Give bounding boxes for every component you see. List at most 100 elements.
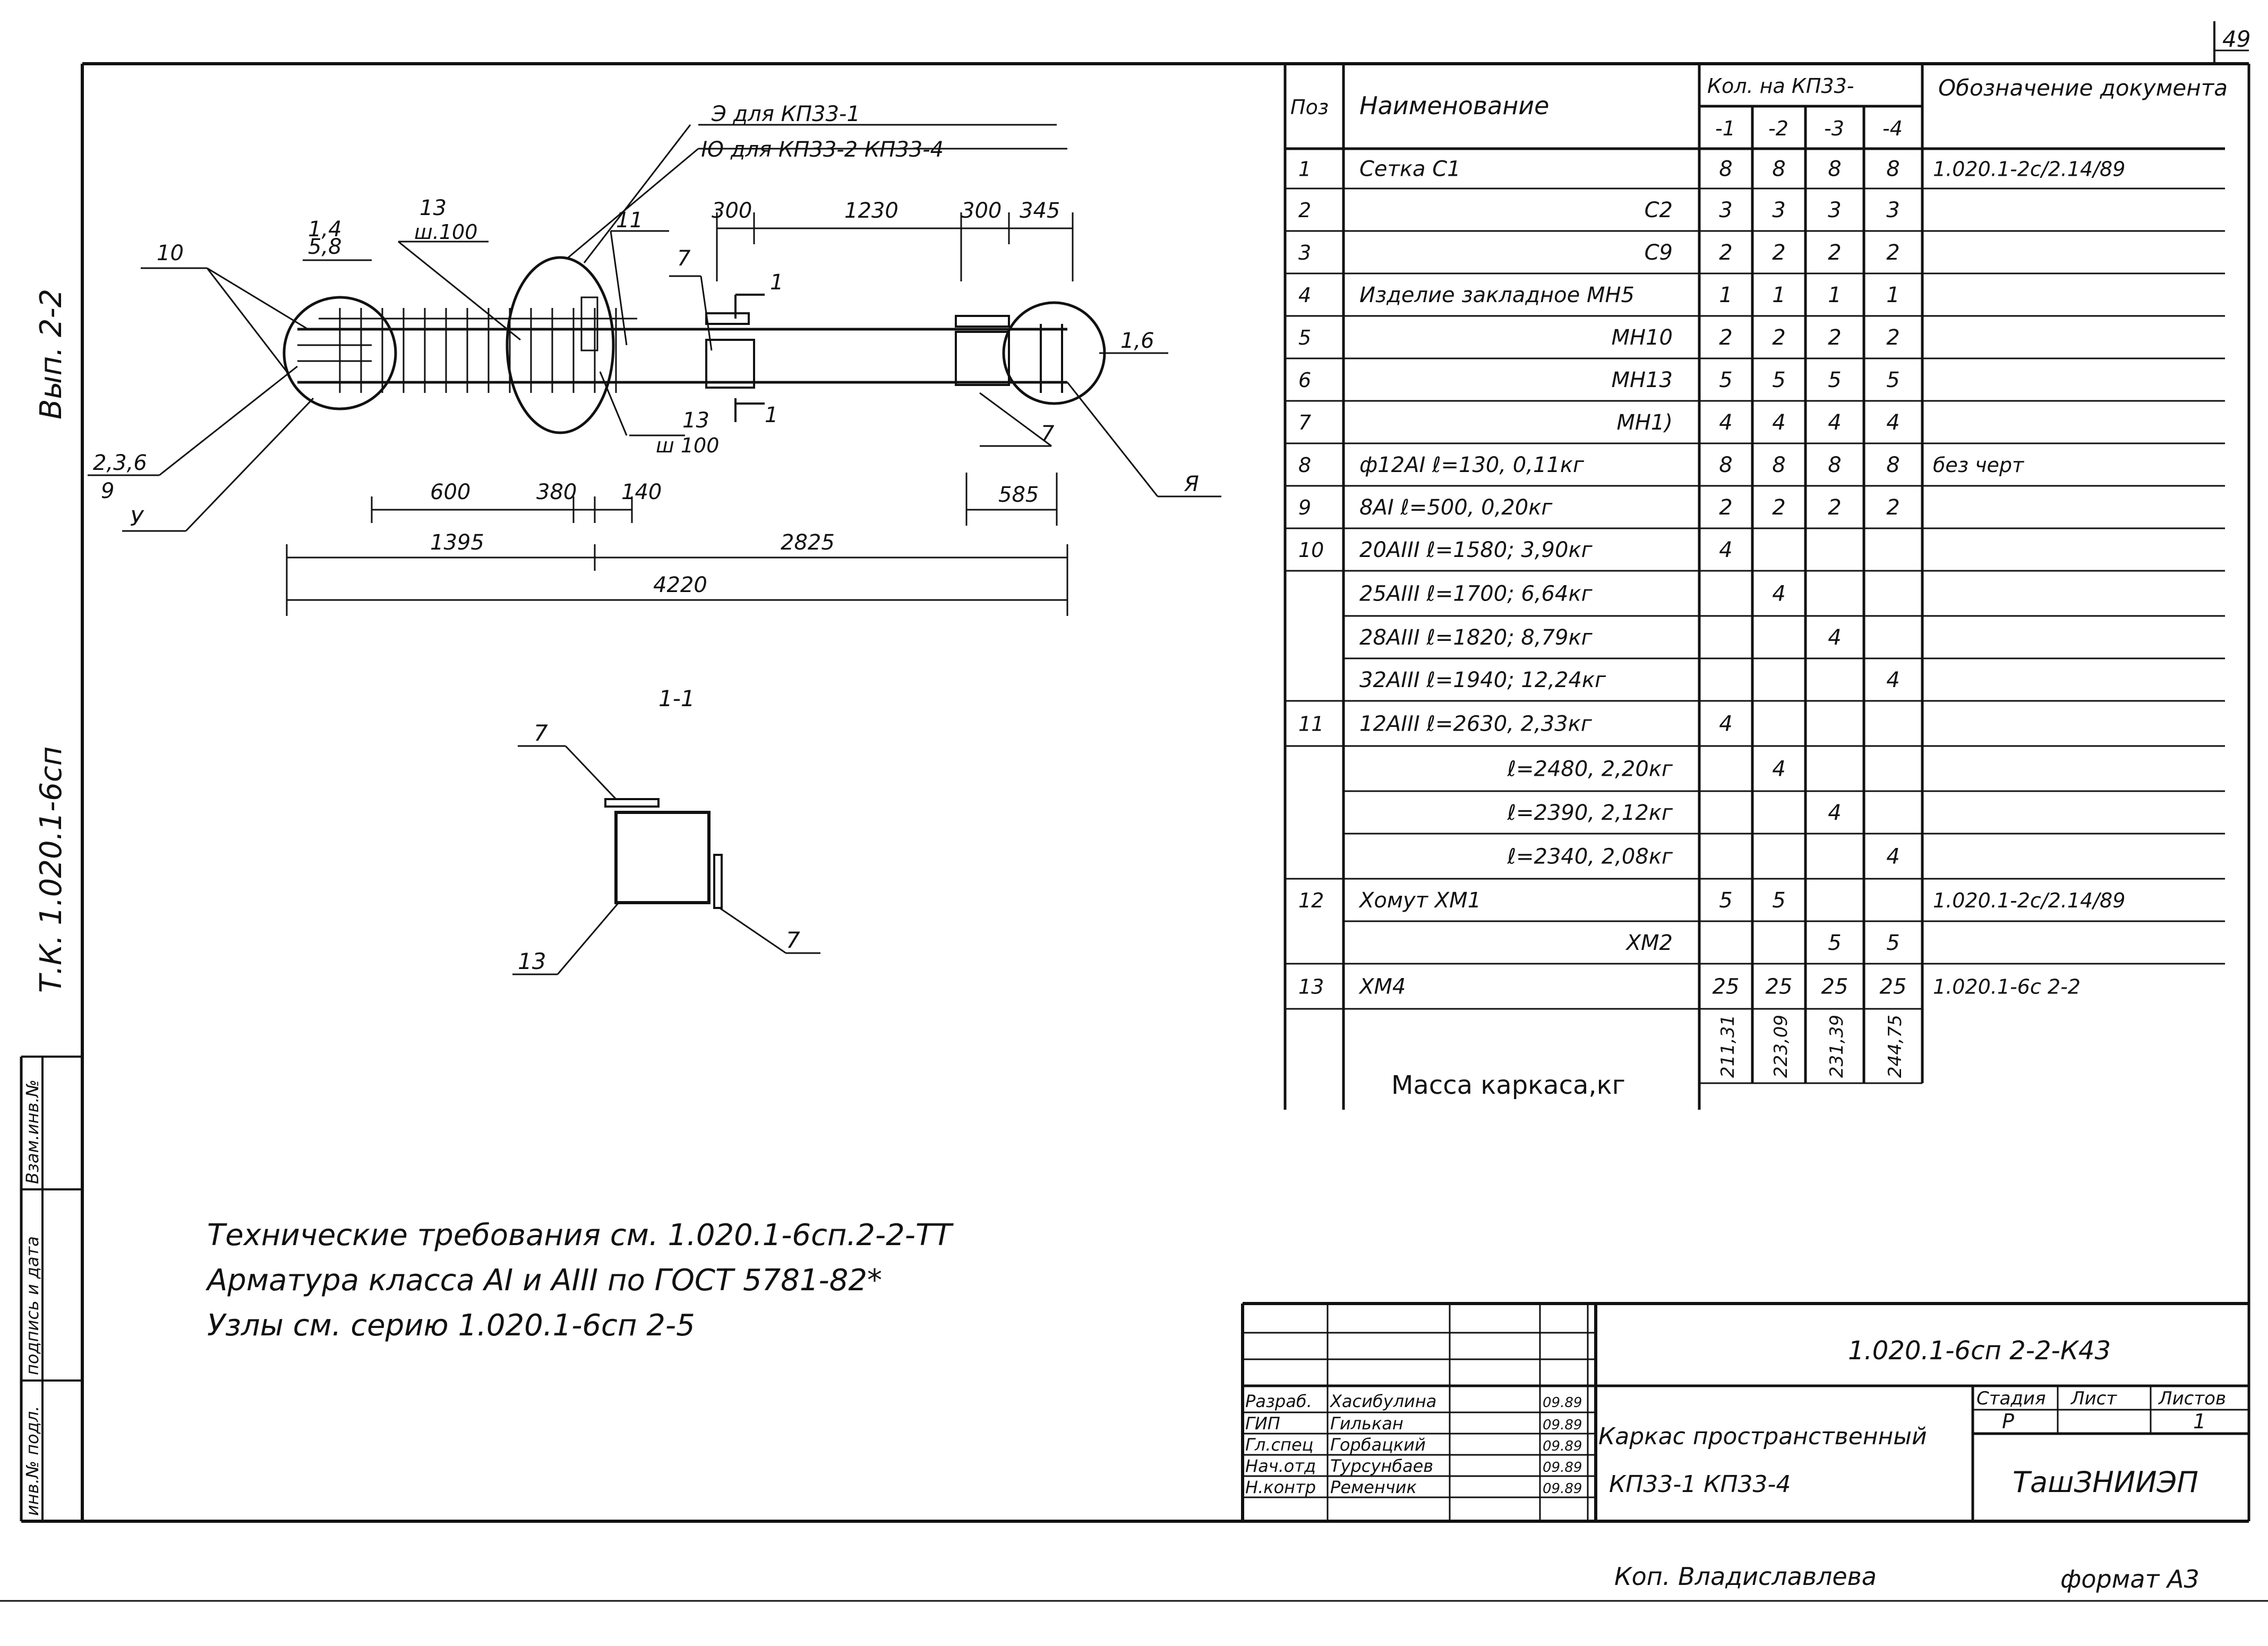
tb-person-name: Ременчик (1330, 1477, 1417, 1497)
spec-row-name: С2 (1645, 198, 1673, 222)
th-doc: Обозначение документа (1938, 75, 2228, 101)
spec-row-qty: 4 (1772, 757, 1785, 782)
spec-row-qty: 25 (1713, 975, 1740, 999)
spec-row-qty: 8 (1772, 453, 1785, 477)
spec-row-name: Изделие закладное МН5 (1359, 283, 1634, 307)
spec-row-name: МН10 (1612, 325, 1673, 350)
dim-top-2: 1230 (844, 199, 898, 223)
spec-row-qty: 5 (1772, 368, 1785, 392)
label-sec-1b: 1 (765, 403, 778, 427)
spec-row-qty: 5 (1828, 368, 1841, 392)
spec-row-qty: 4 (1772, 410, 1785, 435)
spec-row-pos: 6 (1298, 368, 1311, 392)
dim-total: 4220 (653, 573, 707, 597)
tb-sheet-h: Лист (2070, 1388, 2117, 1409)
spec-row-name: ф12АI ℓ=130, 0,11кг (1359, 453, 1585, 477)
spec-row-qty: 2 (1719, 325, 1732, 350)
spec-row-qty: 4 (1886, 668, 1899, 692)
cage-elevation (283, 256, 1106, 434)
stamp-sign: подпись и дата (22, 1236, 42, 1375)
note-3: Узлы см. серию 1.020.1-6сп 2-5 (207, 1308, 695, 1343)
spec-row-qty: 4 (1886, 410, 1899, 435)
dim-bot-2: 380 (536, 480, 577, 504)
tb-person-date: 09.89 (1543, 1395, 1582, 1411)
label-pos-u: У (130, 507, 144, 531)
label-pos-7a: 7 (677, 246, 691, 271)
tb-code: 1.020.1-6сп 2-2-К43 (1848, 1336, 2111, 1366)
spec-row-pos: 1 (1298, 158, 1311, 181)
spec-row-qty: 4 (1828, 625, 1841, 650)
th-pos: Поз (1290, 96, 1329, 119)
th-var-3: -3 (1824, 117, 1844, 140)
spec-row-qty: 2 (1772, 495, 1785, 520)
spec-row-name: ℓ=2480, 2,20кг (1507, 757, 1673, 782)
spec-row-pos: 12 (1298, 889, 1324, 912)
page-number: 49 (2222, 26, 2250, 52)
spec-row-qty: 8 (1719, 453, 1732, 477)
spec-row-name: 25АIII ℓ=1700; 6,64кг (1359, 582, 1593, 606)
mass-value-4: 244,75 (1885, 1015, 1906, 1078)
spec-row-doc: 1.020.1-6с 2-2 (1933, 975, 2081, 999)
spec-row-qty: 8 (1719, 157, 1732, 182)
mass-value-2: 223,09 (1770, 1015, 1792, 1078)
spec-row-pos: 5 (1298, 326, 1311, 349)
tb-sheets: 1 (2193, 1410, 2206, 1433)
spec-row-name: 32АIII ℓ=1940; 12,24кг (1359, 668, 1606, 692)
tb-stage-h: Стадия (1976, 1388, 2046, 1409)
spec-row-name: 28АIII ℓ=1820; 8,79кг (1359, 625, 1593, 650)
spec-row-name: МН13 (1612, 368, 1673, 392)
spec-row-pos: 3 (1298, 241, 1311, 264)
spec-row-qty: 5 (1719, 888, 1732, 913)
title-block-grid (1241, 1302, 2249, 1521)
tb-person-role: Нач.отд (1245, 1456, 1316, 1476)
th-qty: Кол. на КП33- (1707, 74, 1854, 98)
tb-title-1: Каркас пространственный (1598, 1423, 1927, 1450)
spec-row-qty: 4 (1719, 712, 1732, 736)
note-2: Арматура класса АI и АIII по ГОСТ 5781-8… (206, 1263, 882, 1298)
spec-row-qty: 4 (1828, 801, 1841, 825)
spec-row-name: Сетка С1 (1359, 157, 1461, 182)
section-1-1 (512, 745, 820, 975)
mass-value-1: 211,31 (1717, 1015, 1739, 1078)
spec-table-grid (1283, 64, 2225, 1110)
dim-bot-3: 140 (621, 480, 662, 504)
tb-sheets-h: Листов (2158, 1388, 2226, 1409)
spec-row-qty: 4 (1772, 582, 1785, 606)
spec-row-qty: 2 (1886, 495, 1899, 520)
spec-row-qty: 1 (1719, 283, 1732, 307)
callout-mark-e: Э для КП33-1 (711, 102, 860, 126)
spec-row-qty: 25 (1766, 975, 1793, 999)
spec-row-qty: 1 (1772, 283, 1785, 307)
dim-top-3: 300 (961, 199, 1002, 223)
spec-row-qty: 5 (1886, 931, 1899, 955)
spec-row-name: МН1) (1616, 410, 1673, 435)
tb-person-date: 09.89 (1543, 1460, 1582, 1476)
dim-top-1: 300 (712, 199, 752, 223)
spec-row-name: С9 (1645, 241, 1673, 265)
spec-row-qty: 8 (1886, 157, 1899, 182)
spec-row-qty: 8 (1886, 453, 1899, 477)
spec-row-pos: 8 (1298, 453, 1311, 477)
dimension-lines (286, 212, 1074, 616)
th-var-4: -4 (1882, 117, 1903, 140)
spec-row-qty: 2 (1719, 241, 1732, 265)
tb-title-2: КП33-1 КП33-4 (1609, 1471, 1791, 1498)
label-pos-10: 10 (157, 241, 184, 265)
tb-person-role: Гл.спец (1245, 1435, 1313, 1455)
spec-row-doc: 1.020.1-2с/2.14/89 (1933, 889, 2125, 912)
spec-row-name: ХМ2 (1625, 931, 1673, 955)
side-series: Т.К. 1.020.1-6сп (34, 747, 69, 993)
spec-table-row-lines (1285, 187, 2225, 1084)
spec-row-doc: 1.020.1-2с/2.14/89 (1933, 158, 2125, 181)
section-label-7a: 7 (534, 720, 548, 746)
spec-row-qty: 1 (1828, 283, 1841, 307)
spec-row-pos: 2 (1298, 199, 1311, 222)
spec-row-name: ℓ=2340, 2,08кг (1507, 845, 1673, 869)
tb-person-role: Н.контр (1245, 1477, 1316, 1497)
spec-row-pos: 11 (1298, 713, 1324, 736)
section-label-7b: 7 (786, 927, 800, 953)
tb-person-name: Хасибулина (1329, 1391, 1436, 1411)
